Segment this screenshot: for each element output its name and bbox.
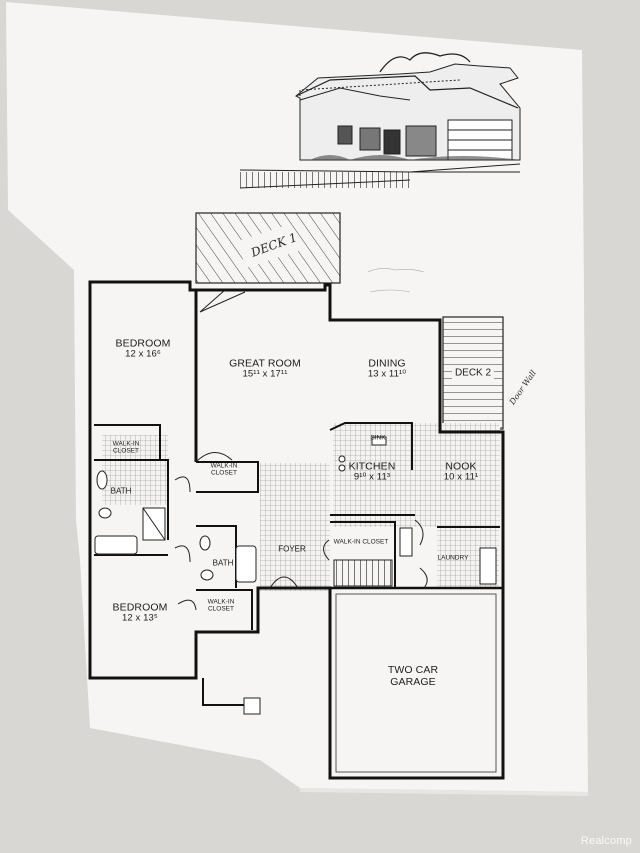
foyer-label: FOYER	[278, 544, 306, 554]
sink-label: SINK	[370, 434, 386, 442]
bedroom-2-dims: 12 x 13⁵	[122, 612, 158, 624]
great-room-label: GREAT ROOM 15¹¹ x 17¹¹	[229, 358, 301, 381]
kitchen-label: KITCHEN 9¹⁰ x 11³	[349, 461, 396, 484]
door-swings	[174, 289, 428, 611]
kitchen-nook-tile	[333, 423, 500, 527]
bedroom-2-label: BEDROOM 12 x 13⁵	[113, 602, 168, 625]
walk-in-closet-1-label: WALK-IN CLOSET	[112, 440, 140, 455]
house-elevation-sketch	[239, 52, 521, 189]
laundry-label: LAUNDRY	[437, 554, 469, 562]
great-room-name: GREAT ROOM	[229, 357, 301, 370]
fixtures	[94, 436, 497, 587]
walls	[88, 280, 505, 780]
dining-dims: 13 x 11¹⁰	[367, 368, 407, 380]
bedroom-1-dims: 12 x 16⁶	[125, 348, 161, 360]
bedroom-1-label: BEDROOM 12 x 16⁶	[116, 338, 171, 361]
walk-in-closet-2-label: WALK-IN CLOSET	[210, 462, 238, 477]
great-room-dims: 15¹¹ x 17¹¹	[242, 368, 288, 380]
deck-2-label: DECK 2	[454, 367, 492, 379]
bedroom-1-name: BEDROOM	[115, 337, 171, 350]
bath-2-label: BATH	[212, 558, 234, 568]
garage-post	[243, 697, 261, 715]
dining-label: DINING 13 x 11¹⁰	[368, 358, 406, 381]
deck-1	[195, 212, 341, 284]
walk-in-closet-4-label: WALK-IN CLOSET	[207, 598, 235, 613]
bedroom-2-name: BEDROOM	[112, 601, 168, 614]
nook-label: NOOK 10 x 11¹	[444, 461, 478, 484]
bath-1-label: BATH	[110, 486, 132, 496]
nook-dims: 10 x 11¹	[443, 471, 479, 483]
kitchen-name: KITCHEN	[348, 460, 396, 473]
walk-in-closet-3-label: WALK-IN CLOSET	[333, 538, 389, 546]
foyer-tile	[260, 463, 330, 591]
garage-label: TWO CAR GARAGE	[387, 663, 439, 688]
bath1-tile	[102, 435, 168, 505]
dining-name: DINING	[368, 357, 406, 370]
nook-name: NOOK	[445, 460, 477, 473]
kitchen-dims: 9¹⁰ x 11³	[353, 471, 391, 483]
deck-2	[442, 316, 504, 430]
realcomp-watermark: Realcomp	[580, 835, 632, 847]
